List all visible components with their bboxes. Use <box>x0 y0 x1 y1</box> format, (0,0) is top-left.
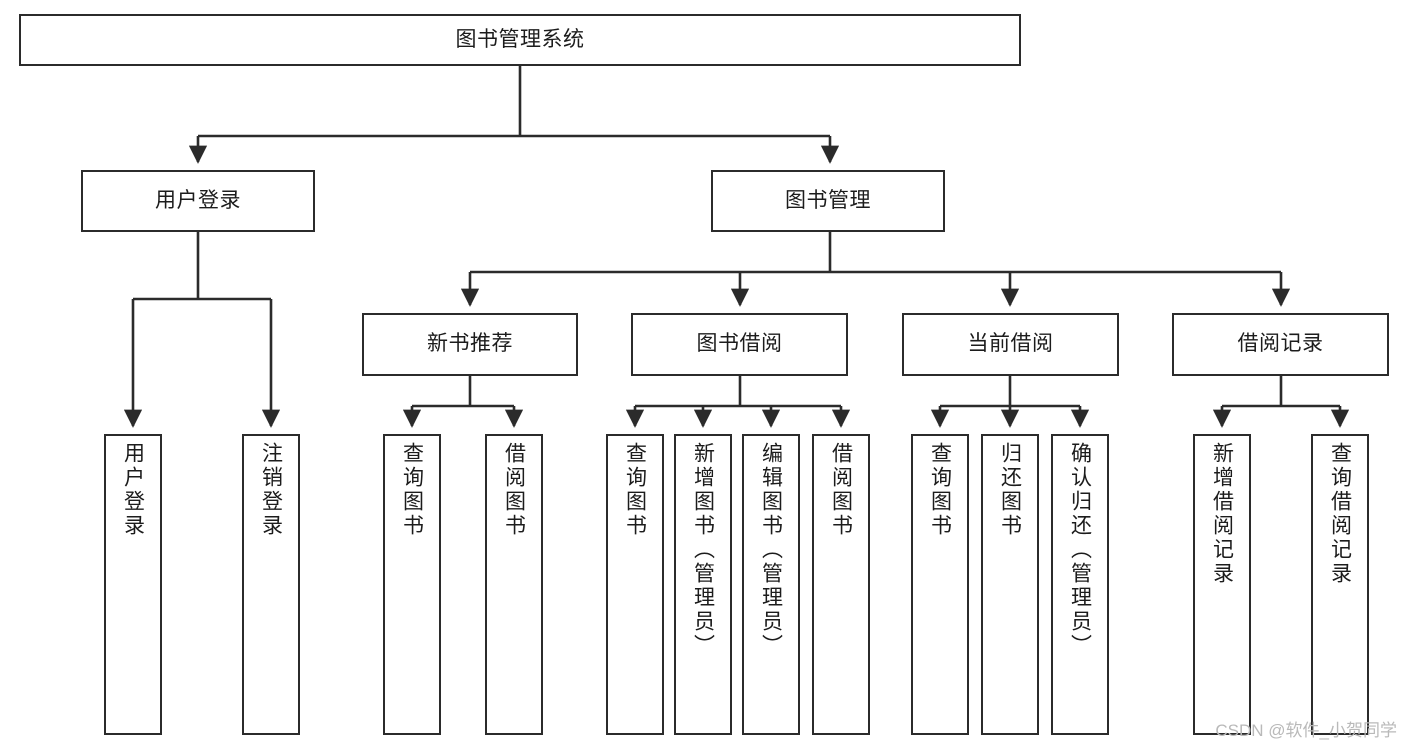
node-label: 借阅记录 <box>1237 332 1324 356</box>
node-label: 新书推荐 <box>427 332 513 356</box>
node-label: 图书借阅 <box>696 332 783 356</box>
leaf-return-book[interactable]: 归还图书 <box>981 434 1039 735</box>
node-label: 图书管理 <box>785 188 871 212</box>
node-book-management-system[interactable]: 图书管理系统 <box>19 14 1021 66</box>
leaf-query-book-borrow[interactable]: 查询图书 <box>606 434 664 735</box>
node-label: 查询图书 <box>623 442 647 538</box>
leaf-edit-book-admin[interactable]: 编辑图书（管理员） <box>742 434 800 735</box>
node-label: 用户登录 <box>121 442 145 538</box>
leaf-borrow-book-recommend[interactable]: 借阅图书 <box>485 434 543 735</box>
node-label: 用户登录 <box>155 188 241 212</box>
node-label: 确认归还（管理员） <box>1068 442 1092 658</box>
leaf-logout[interactable]: 注销登录 <box>242 434 300 735</box>
node-new-book-recommend[interactable]: 新书推荐 <box>362 313 578 376</box>
leaf-query-borrow-record[interactable]: 查询借阅记录 <box>1311 434 1369 735</box>
node-label: 当前借阅 <box>967 332 1054 356</box>
node-borrow-record[interactable]: 借阅记录 <box>1172 313 1389 376</box>
node-label: 借阅图书 <box>829 442 853 538</box>
node-book-management[interactable]: 图书管理 <box>711 170 945 232</box>
leaf-query-book-current[interactable]: 查询图书 <box>911 434 969 735</box>
leaf-confirm-return-admin[interactable]: 确认归还（管理员） <box>1051 434 1109 735</box>
leaf-add-book-admin[interactable]: 新增图书（管理员） <box>674 434 732 735</box>
node-label: 新增借阅记录 <box>1210 442 1234 586</box>
node-label: 查询图书 <box>928 442 952 538</box>
node-label: 查询图书 <box>400 442 424 538</box>
watermark-text: CSDN @软件_小贺同学 <box>1215 721 1397 740</box>
node-label: 新增图书（管理员） <box>691 442 715 658</box>
node-label: 查询借阅记录 <box>1328 442 1352 586</box>
node-label: 注销登录 <box>259 442 283 538</box>
leaf-user-login[interactable]: 用户登录 <box>104 434 162 735</box>
node-label: 图书管理系统 <box>455 27 585 51</box>
node-label: 编辑图书（管理员） <box>759 442 783 658</box>
leaf-query-book-recommend[interactable]: 查询图书 <box>383 434 441 735</box>
leaf-borrow-book[interactable]: 借阅图书 <box>812 434 870 735</box>
leaf-add-borrow-record[interactable]: 新增借阅记录 <box>1193 434 1251 735</box>
node-label: 借阅图书 <box>502 442 526 538</box>
node-book-borrow[interactable]: 图书借阅 <box>631 313 848 376</box>
node-current-borrow[interactable]: 当前借阅 <box>902 313 1119 376</box>
node-label: 归还图书 <box>998 442 1022 538</box>
node-user-login[interactable]: 用户登录 <box>81 170 315 232</box>
